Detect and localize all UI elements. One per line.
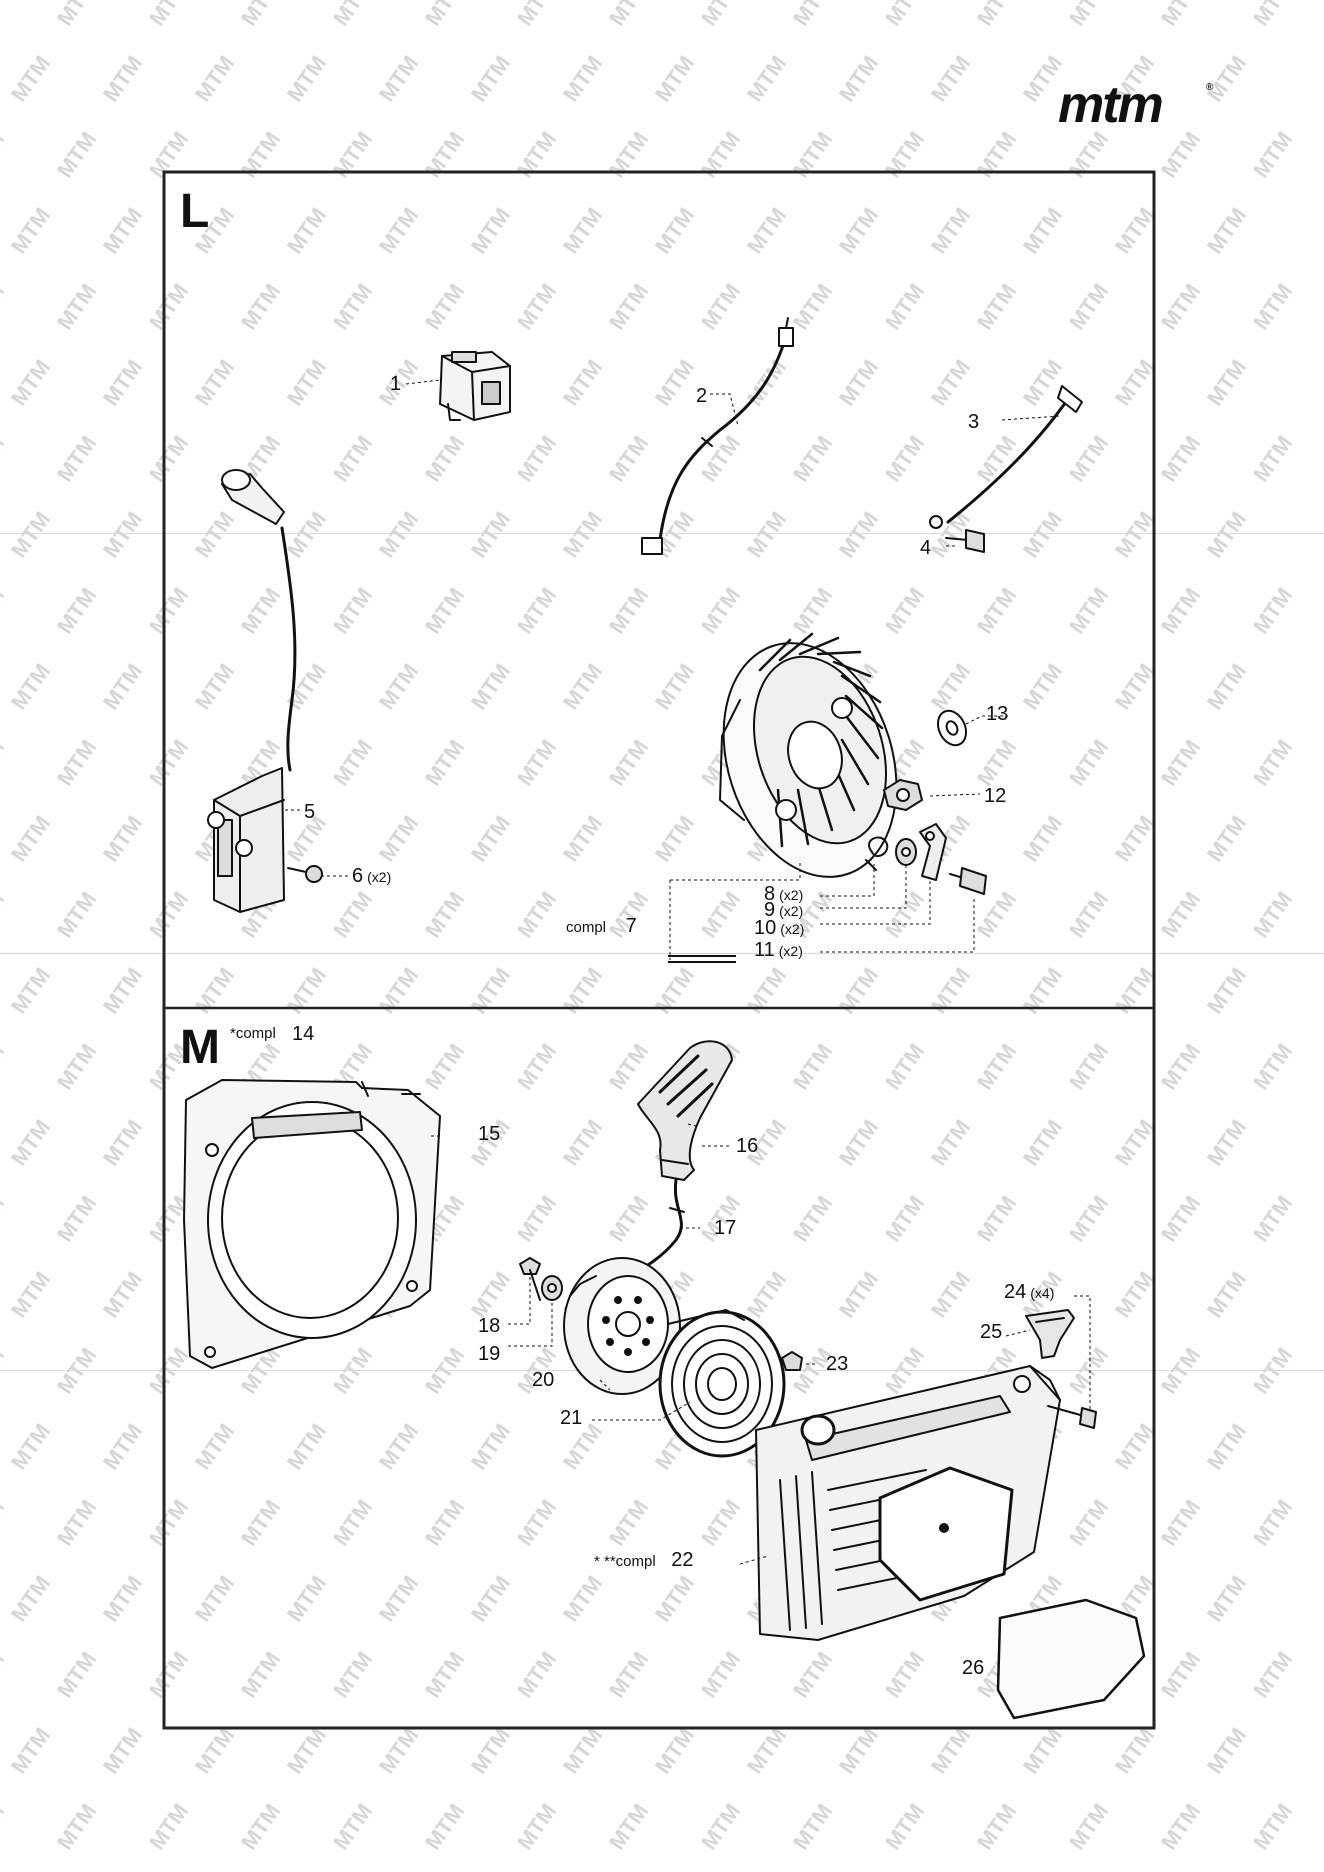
part-23-screw (781, 1351, 803, 1371)
part-qty: (x2) (778, 943, 803, 959)
part-number: 6 (352, 865, 364, 887)
part-label-23: 23 (826, 1353, 849, 1375)
part-label-18: 18 (478, 1315, 501, 1337)
part-label-7: compl 7 (566, 916, 637, 938)
part-22-starter-housing (755, 1365, 1061, 1641)
part-label-4: 4 (920, 537, 932, 559)
part-5-ignition-coil (207, 469, 297, 913)
part-number: 9 (764, 899, 776, 921)
leader-lines (284, 379, 1091, 1565)
part-25-plug (1025, 1309, 1075, 1359)
part-label-22: * **compl 22 (594, 1550, 694, 1572)
part-label-2: 2 (696, 385, 708, 407)
part-label-13: 13 (986, 703, 1009, 725)
part-prefix: compl (566, 919, 607, 936)
part-prefix: * **compl (594, 1553, 656, 1570)
part-21-recoil-spring (658, 1309, 786, 1458)
part-label-11: 11(x2) (754, 940, 803, 961)
part-12-nut (883, 779, 923, 811)
part-9-washer (895, 838, 917, 866)
part-qty: (x2) (779, 887, 804, 903)
part-number: 24 (1004, 1281, 1027, 1303)
part-label-15: 15 (478, 1123, 501, 1145)
part-label-10: 10(x2) (754, 918, 804, 939)
part-11-bolt (949, 867, 987, 895)
part-24-screw (1047, 1405, 1097, 1429)
part-26-cover (996, 1598, 1146, 1720)
part-qty: (x4) (1030, 1285, 1055, 1301)
part-label-5: 5 (304, 801, 316, 823)
part-3-lead (929, 385, 1083, 529)
part-2-wire (641, 317, 794, 555)
part-label-12: 12 (984, 785, 1007, 807)
part-label-16: 16 (736, 1135, 759, 1157)
part-label-20: 20 (532, 1369, 555, 1391)
part-16-starter-handle (637, 1040, 733, 1181)
kit-number: 14 (292, 1023, 315, 1045)
part-label-3: 3 (968, 411, 980, 433)
scan-line (0, 953, 1324, 954)
kit-note: *compl (230, 1025, 276, 1042)
part-label-25: 25 (980, 1321, 1003, 1343)
part-label-1: 1 (390, 373, 402, 395)
part-label-6: 6(x2) (352, 866, 391, 887)
part-label-26: 26 (962, 1657, 985, 1679)
part-15-fan-housing (183, 1079, 441, 1369)
panel-label-l: L (180, 185, 210, 238)
logo-text: mtm (1058, 76, 1164, 134)
panel-label-m: M (180, 1021, 220, 1074)
part-number: 7 (625, 915, 637, 937)
part-number: 10 (754, 917, 777, 939)
part-4-screw (945, 529, 985, 553)
part-number: 22 (671, 1549, 694, 1571)
part-qty: (x2) (779, 903, 804, 919)
part-label-19: 19 (478, 1343, 501, 1365)
part-10-pawl (919, 823, 947, 881)
part-label-24: 24(x4) (1004, 1282, 1054, 1303)
part-label-9: 9(x2) (764, 900, 803, 921)
part-8-spring (865, 836, 889, 871)
part-qty: (x2) (780, 921, 805, 937)
part-20-pulley (563, 1257, 681, 1395)
part-label-17: 17 (714, 1217, 737, 1239)
part-18-screw (519, 1257, 541, 1301)
part-19-washer (541, 1275, 563, 1301)
part-qty: (x2) (367, 869, 392, 885)
part-label-8: 8(x2) (764, 884, 803, 905)
part-1-switch (439, 351, 511, 421)
part-label-21: 21 (560, 1407, 583, 1429)
part-6-screw (287, 865, 323, 883)
registered-mark: ® (1206, 82, 1214, 93)
part-number: 11 (754, 939, 775, 961)
part-number: 8 (764, 883, 776, 905)
diagram-frame (162, 170, 1156, 1730)
brand-logo: mtm ® (1058, 76, 1218, 134)
part-7-flywheel (719, 632, 898, 878)
part-13-washer (936, 709, 968, 747)
